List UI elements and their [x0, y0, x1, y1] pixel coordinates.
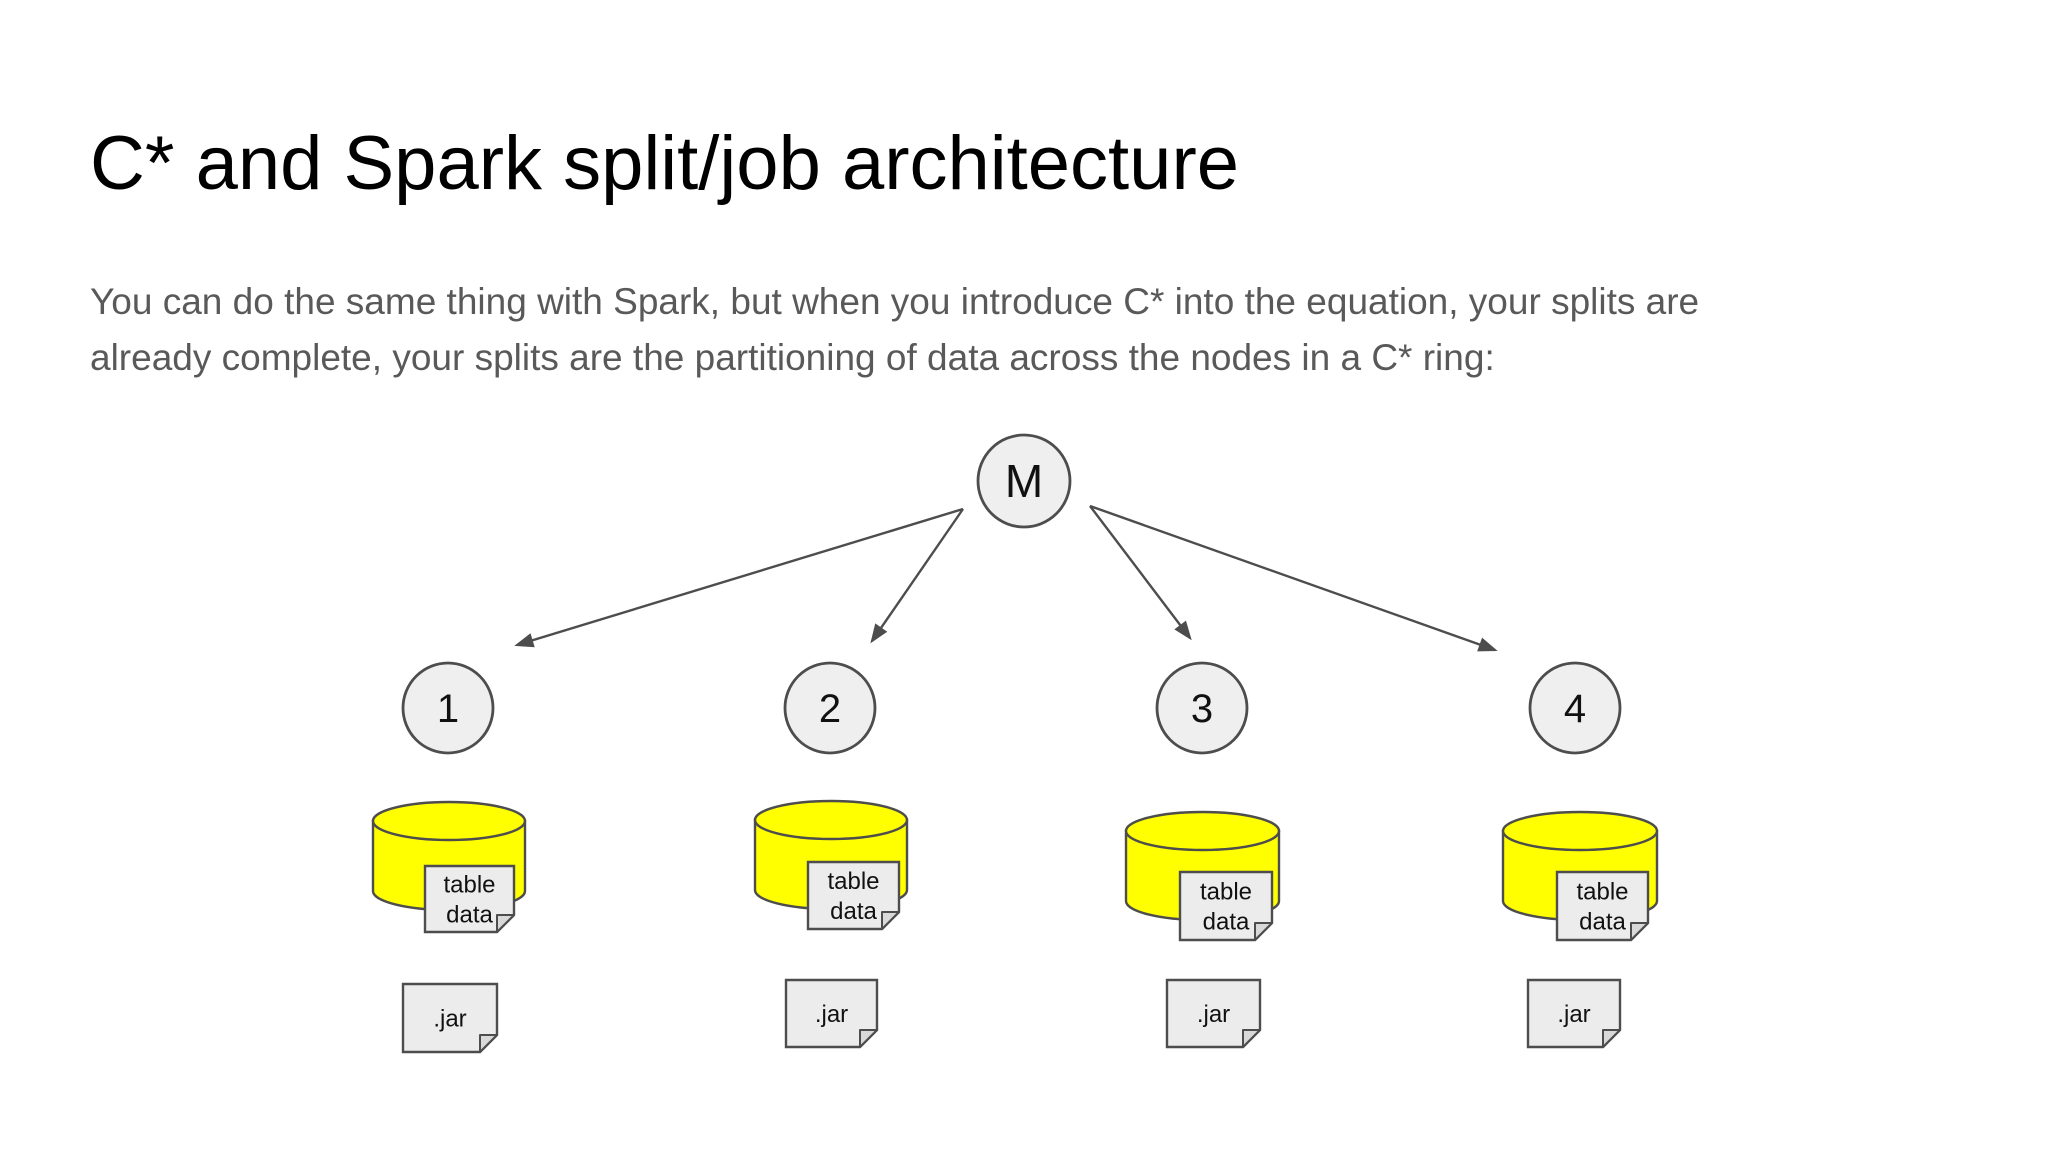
- database-cylinder-top-3: [1124, 810, 1281, 852]
- database-cylinder-top-1: [371, 800, 527, 842]
- database-cylinder-top-2: [753, 799, 909, 841]
- table-data-doc-1-label: data: [446, 902, 493, 929]
- table-data-doc-4-label: data: [1579, 909, 1626, 936]
- paragraph-line-1: You can do the same thing with Spark, bu…: [90, 281, 1700, 322]
- table-data-doc-2-label: data: [830, 898, 877, 925]
- jar-doc-3-label: .jar: [1197, 1001, 1230, 1028]
- jar-doc-4-label: .jar: [1557, 1001, 1590, 1028]
- master-node-label: M: [1005, 455, 1043, 507]
- paragraph-line-2: already complete, your splits are the pa…: [90, 337, 1495, 378]
- arrow-master-to-worker-1: [514, 507, 964, 648]
- table-data-doc-4-label: table: [1576, 879, 1628, 906]
- table-data-doc-3-label: table: [1200, 879, 1252, 906]
- table-data-doc-3-fold-icon: [1254, 922, 1273, 941]
- arrow-master-to-worker-4: [1089, 504, 1498, 652]
- slide-paragraph: You can do the same thing with Spark, bu…: [90, 274, 1699, 386]
- table-data-doc-1-label: table: [443, 872, 495, 899]
- table-data-doc-1-fold-icon: [496, 914, 515, 933]
- database-cylinder-top-4: [1501, 810, 1659, 852]
- table-data-doc-3-label: data: [1203, 909, 1250, 936]
- table-data-doc-2-label: table: [827, 868, 879, 895]
- arrow-master-to-worker-3: [1089, 505, 1192, 641]
- table-data-doc-4-fold-icon: [1630, 922, 1649, 941]
- jar-doc-2-label: .jar: [815, 1001, 848, 1028]
- slide-title: C* and Spark split/job architecture: [90, 121, 1240, 206]
- worker-node-circle-4: [1528, 661, 1622, 755]
- jar-doc-1-label: .jar: [433, 1006, 466, 1033]
- worker-node-circle-1: [401, 661, 495, 755]
- table-data-doc-2-fold-icon: [881, 911, 900, 930]
- arrow-master-to-worker-2: [870, 508, 964, 644]
- jar-doc-2-fold-icon: [859, 1029, 878, 1048]
- worker-node-circle-3: [1155, 661, 1249, 755]
- worker-node-label-4: 4: [1564, 687, 1586, 731]
- master-node-circle: [976, 433, 1072, 529]
- jar-doc-3-fold-icon: [1242, 1029, 1261, 1048]
- jar-doc-1-fold-icon: [479, 1034, 498, 1053]
- worker-node-label-3: 3: [1191, 687, 1213, 731]
- worker-node-label-2: 2: [819, 687, 841, 731]
- worker-node-circle-2: [783, 661, 877, 755]
- worker-node-label-1: 1: [437, 687, 459, 731]
- jar-doc-4-fold-icon: [1602, 1029, 1621, 1048]
